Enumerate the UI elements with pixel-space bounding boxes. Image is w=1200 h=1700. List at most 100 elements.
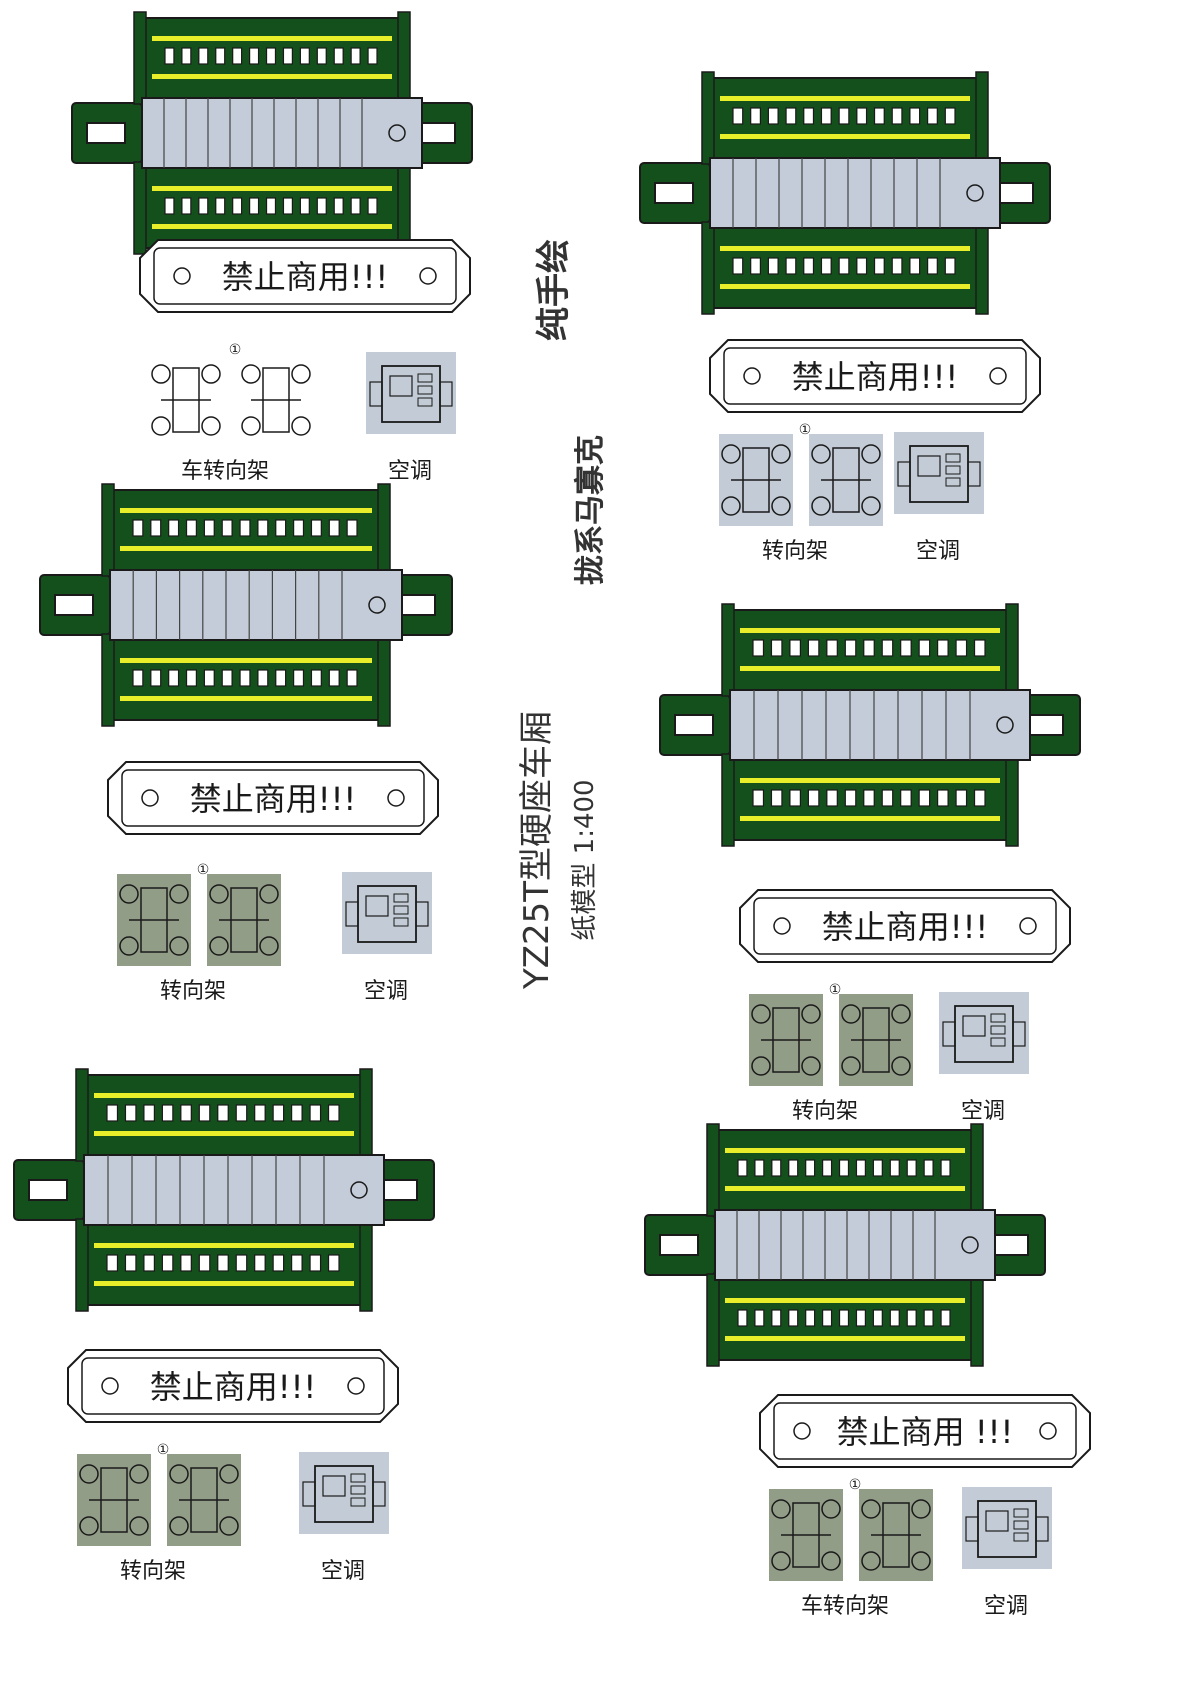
car-window <box>180 1104 192 1122</box>
car-window <box>906 1159 917 1177</box>
wheel-icon <box>79 1464 99 1484</box>
car-window <box>940 1309 951 1327</box>
car-window <box>855 1159 866 1177</box>
air-conditioner-part <box>939 992 1029 1074</box>
car-window <box>844 789 857 807</box>
car-window <box>737 1309 748 1327</box>
car-window <box>181 47 192 65</box>
glue-mark-icon <box>996 716 1014 734</box>
car-window <box>771 1159 782 1177</box>
car-window <box>732 107 744 125</box>
corner-post <box>377 483 391 577</box>
side-panel-upper <box>706 1123 984 1217</box>
wheel-icon <box>79 1516 99 1536</box>
yellow-stripe <box>120 508 372 513</box>
banner-inner <box>723 347 1027 405</box>
car-window <box>164 47 175 65</box>
ac-vent <box>1013 1520 1029 1530</box>
yellow-stripe <box>725 1298 965 1303</box>
car-window <box>788 1159 799 1177</box>
car-window <box>150 669 162 687</box>
car-window <box>973 639 986 657</box>
side-panel-upper <box>133 11 411 105</box>
car-window <box>820 107 832 125</box>
ac-vent <box>945 453 961 463</box>
wheel-icon <box>821 1551 841 1571</box>
car-window <box>275 669 287 687</box>
ac-vent <box>417 385 433 395</box>
screw-mark-icon <box>1039 1422 1057 1440</box>
corner-post <box>75 1068 89 1162</box>
banner-inner <box>81 1357 385 1415</box>
car-window <box>732 257 744 275</box>
wheel-icon <box>151 364 171 384</box>
roof-body <box>729 689 1031 761</box>
car-window <box>198 197 209 215</box>
ac-vent <box>350 1485 366 1495</box>
car-window <box>873 257 885 275</box>
bogie-part <box>749 994 823 1086</box>
ac-vent <box>393 893 409 903</box>
car-window <box>272 1104 285 1122</box>
car-window <box>752 789 765 807</box>
car-window <box>752 639 765 657</box>
car-window <box>198 1254 211 1272</box>
car-window <box>215 47 226 65</box>
ac-tab <box>302 1481 316 1507</box>
ac-vent <box>990 1025 1006 1035</box>
end-door-window <box>28 1179 68 1201</box>
roof-strip <box>729 689 1031 761</box>
side-panel-lower <box>75 1218 373 1312</box>
car-window <box>891 107 903 125</box>
wheel-icon <box>891 1004 911 1024</box>
banner-inner <box>153 247 457 305</box>
side-panel-lower <box>101 633 391 727</box>
car-window <box>918 789 931 807</box>
bogie-label: 转向架 <box>762 539 828 564</box>
car-window <box>838 1159 850 1177</box>
wheel-icon <box>721 444 741 464</box>
car-window <box>275 519 287 537</box>
wheel-icon <box>169 1516 189 1536</box>
corner-post <box>706 1123 720 1217</box>
air-conditioner-part <box>366 352 456 434</box>
banner-inner <box>773 1402 1077 1460</box>
wheel-icon <box>291 416 311 436</box>
yellow-stripe <box>152 186 392 191</box>
car-window <box>918 639 931 657</box>
car-window <box>927 257 938 275</box>
car-window <box>923 1309 934 1327</box>
corner-post <box>359 1068 373 1162</box>
car-window <box>785 107 797 125</box>
car-window <box>291 1104 303 1122</box>
wheel-icon <box>129 1464 149 1484</box>
car-window <box>106 1104 119 1122</box>
car-window <box>106 1254 119 1272</box>
car-window <box>328 669 340 687</box>
corner-post <box>1005 753 1019 847</box>
yellow-stripe <box>720 96 970 101</box>
car-window <box>249 197 260 215</box>
car-window <box>844 639 857 657</box>
car-window <box>346 669 358 687</box>
bogie-part <box>241 364 311 436</box>
car-window <box>955 789 968 807</box>
banner-text: 禁止商用!!! <box>822 908 989 946</box>
wheel-icon <box>771 1499 791 1519</box>
air-conditioner-part <box>962 1487 1052 1569</box>
banner-outline <box>67 1349 399 1423</box>
corner-post <box>975 221 989 315</box>
wheel-icon <box>861 1551 881 1571</box>
wheel-icon <box>119 936 139 956</box>
ac-tab <box>1012 1021 1026 1047</box>
bogie-label: 车转向架 <box>801 1594 889 1619</box>
car-window <box>872 1159 883 1177</box>
screw-mark-icon <box>173 267 191 285</box>
car-window <box>822 1309 833 1327</box>
roof-strip <box>141 97 423 169</box>
wheel-icon <box>169 884 189 904</box>
wheel-icon <box>811 496 831 516</box>
car-window <box>754 1159 765 1177</box>
wheel-icon <box>801 1004 821 1024</box>
yellow-stripe <box>152 74 392 79</box>
